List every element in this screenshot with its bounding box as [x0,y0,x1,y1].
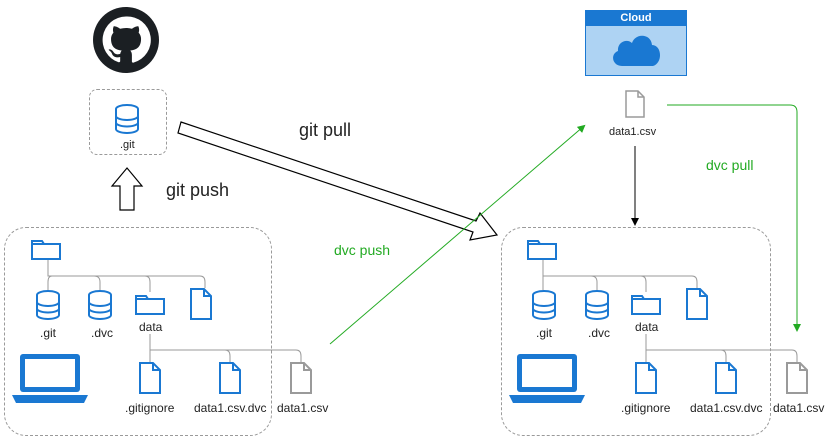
local-git-database-icon [36,290,60,320]
dvc-push-line [329,124,586,345]
laptop-icon [12,354,88,403]
clone-root-folder-icon [527,240,557,260]
git-pull-arrow [177,121,499,241]
dvc-push-label: dvc push [334,242,391,258]
local-dvc-label: .dvc [91,326,114,340]
clone-csv-file-icon [786,362,808,394]
cloud-csv-file-icon [625,90,645,118]
git-push-label: git push [166,180,230,200]
clone-repo-box [501,227,771,436]
local-gitignore-file-icon [139,362,161,394]
remote-git-database-icon [115,104,139,134]
git-pull-label: git pull [299,120,352,140]
dvc-pull-label: dvc pull [706,157,754,173]
github-icon [93,7,159,73]
git-push-arrow [110,167,144,211]
dvc-pull-line [667,104,801,332]
cloud-icon [613,35,661,66]
local-csv-label: data1.csv [277,401,329,415]
remote-git-box [89,89,167,155]
cloud-title: Cloud [586,11,686,26]
remote-git-label: .git [120,139,135,151]
clone-gitignore-file-icon [635,362,657,394]
local-git-label: .git [40,326,57,340]
clone-data-label: data [635,320,659,334]
local-data-label: data [139,320,163,334]
clone-git-database-icon [532,290,556,320]
local-root-folder-icon [31,240,61,260]
clone-file-icon [686,288,708,320]
clone-dvc-file-label: data1.csv.dvc [690,401,763,415]
local-dvc-file-label: data1.csv.dvc [194,401,267,415]
local-file-icon [190,288,212,320]
local-dvc-database-icon [88,290,112,320]
local-tree-lines [47,258,302,362]
local-data-folder-icon [135,295,165,315]
clone-laptop-icon [509,354,585,403]
local-repo-box [4,227,272,436]
local-dvc-file-icon [219,362,241,394]
clone-data-folder-icon [631,295,661,315]
local-gitignore-label: .gitignore [125,401,175,415]
clone-tree-lines [542,258,798,362]
clone-csv-label: data1.csv [773,401,825,415]
cloud-container: Cloud [585,10,687,76]
clone-dvc-file-icon [715,362,737,394]
cloud-csv-label: data1.csv [609,126,657,138]
clone-dvc-database-icon [585,290,609,320]
clone-gitignore-label: .gitignore [621,401,671,415]
local-csv-file-icon [290,362,312,394]
clone-git-label: .git [536,326,553,340]
clone-dvc-label: .dvc [588,326,611,340]
